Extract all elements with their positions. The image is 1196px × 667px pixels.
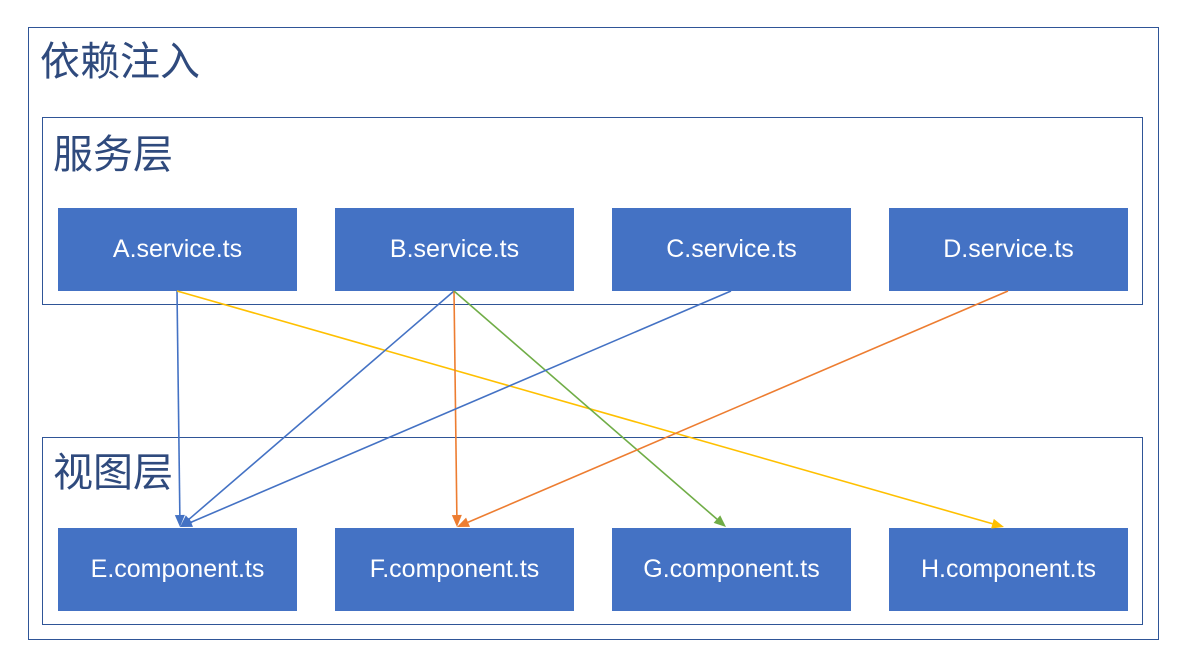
dependency-arrow-0 [176,290,181,516]
arrowhead-4 [713,515,726,527]
service-layer-title: 服务层 [53,132,173,178]
view-layer-group [42,437,1143,625]
service-box-c: C.service.ts [612,208,851,291]
service-box-b: B.service.ts [335,208,574,291]
dependency-injection-frame [28,27,1159,640]
arrowhead-3 [451,514,462,527]
arrowhead-6 [457,517,470,527]
dependency-arrow-5 [190,290,732,524]
arrowhead-1 [991,518,1004,529]
service-box-a: A.service.ts [58,208,297,291]
component-box-f: F.component.ts [335,528,574,611]
diagram-title: 依赖注入 [40,39,200,85]
service-layer-group [42,117,1143,305]
dependency-arrow-4 [453,290,718,520]
service-box-d: D.service.ts [889,208,1128,291]
view-layer-title: 视图层 [53,450,173,496]
dependency-arrow-6 [467,290,1009,524]
dependency-arrow-1 [176,290,993,525]
component-box-e: E.component.ts [58,528,297,611]
component-box-g: G.component.ts [612,528,851,611]
component-box-h: H.component.ts [889,528,1128,611]
arrowhead-5 [180,517,193,527]
dependency-arrow-3 [453,290,458,516]
arrowhead-0 [174,514,185,527]
dependency-arrow-2 [188,290,455,520]
